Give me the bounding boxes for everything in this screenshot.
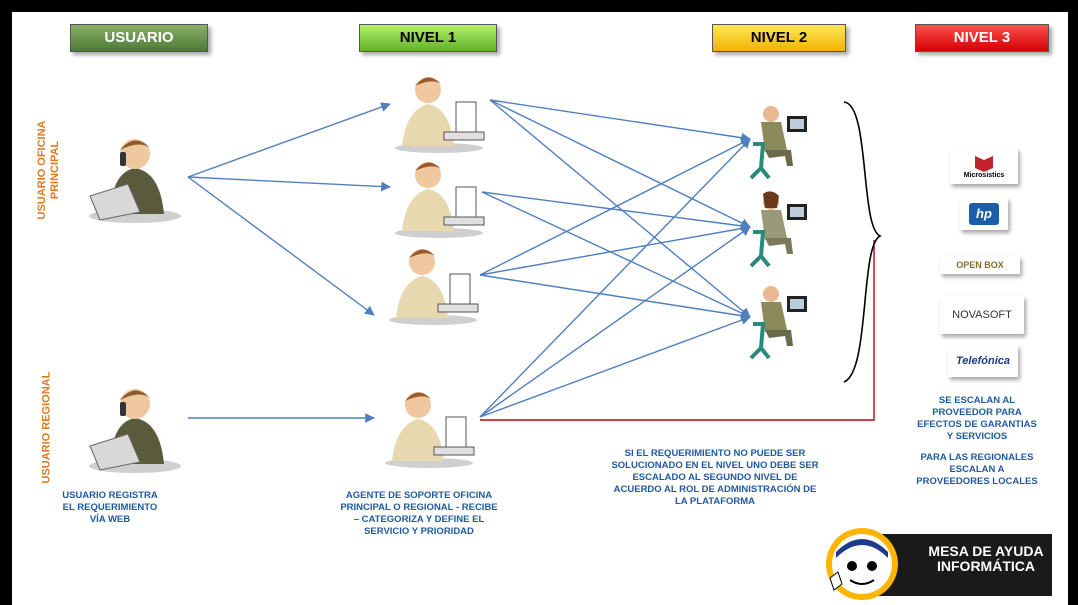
microsistics-mark-icon <box>975 155 993 172</box>
technician-n2-a-icon <box>749 106 807 180</box>
mesa-title-line-2: INFORMÁTICA <box>937 558 1035 574</box>
agent-n1-regional-icon <box>385 392 475 468</box>
user-oficina-icon <box>89 139 181 223</box>
mesa-title-line-1: MESA DE AYUDA <box>928 543 1044 559</box>
arrow-user-to-n1c <box>187 176 375 316</box>
arrow-n1a-to-n2b <box>489 99 751 228</box>
arrow-n1d-to-n2a <box>479 138 751 418</box>
level1-arrows <box>187 102 391 423</box>
header-nivel-1: NIVEL 1 <box>359 24 497 52</box>
caption-nivel-3-regionales: PARA LAS REGIONALES ESCALAN A PROVEEDORE… <box>916 452 1038 487</box>
agent-n1-c-icon <box>389 249 479 325</box>
side-label-regional: USUARIO REGIONAL <box>40 371 53 484</box>
arrow-n1a-to-n2a <box>489 99 751 143</box>
arrow-n1a-to-n2c <box>489 99 751 318</box>
caption-nivel-3-providers: SE ESCALAN AL PROVEEDOR PARA EFECTOS DE … <box>917 395 1037 442</box>
provider-logo-microsistics: Microsistics <box>950 148 1018 184</box>
provider-logo-novasoft: NOVASOFT <box>940 296 1024 334</box>
mesa-badge-shape-icon <box>826 528 1052 600</box>
level2-arrows <box>479 99 751 418</box>
user-regional-icon <box>89 389 181 473</box>
arrow-n1d-to-n2b <box>479 226 751 418</box>
header-nivel-3: NIVEL 3 <box>915 24 1049 52</box>
technician-n2-c-icon <box>749 286 807 360</box>
provider-logo-hp: hp <box>960 198 1008 230</box>
technician-n2-b-icon <box>749 191 807 268</box>
header-nivel-2: NIVEL 2 <box>712 24 846 52</box>
escalation-red-line <box>480 240 875 421</box>
arrow-user-to-n1a <box>187 102 391 178</box>
arrow-user-to-n1b <box>187 176 391 192</box>
side-label-oficina: USUARIO OFICINA PRINCIPAL <box>36 120 61 220</box>
arrow-n1c-to-n2b <box>479 223 751 276</box>
agent-n1-b-icon <box>395 162 485 238</box>
diagram-canvas: USUARIO NIVEL 1 NIVEL 2 NIVEL 3 USUARIO … <box>12 12 1068 605</box>
header-usuario: USUARIO <box>70 24 208 52</box>
agent-n1-a-icon <box>395 77 485 153</box>
provider-logo-telefonica: Telefónica <box>948 345 1018 377</box>
arrow-n1b-to-n2c <box>481 191 751 318</box>
level2-brace <box>843 101 882 383</box>
arrow-n1d-to-n2c <box>479 315 751 418</box>
arrow-n1c-to-n2c <box>479 274 751 321</box>
arrow-n1c-to-n2a <box>479 138 751 276</box>
provider-logo-openbox: OPEN BOX <box>940 256 1020 274</box>
mesa-de-ayuda-badge: MESA DE AYUDA INFORMÁTICA <box>822 524 1058 602</box>
caption-nivel-1: AGENTE DE SOPORTE OFICINA PRINCIPAL O RE… <box>340 490 498 537</box>
caption-usuario: USUARIO REGISTRA EL REQUERIMIENTO VÍA WE… <box>62 490 158 525</box>
connector-layer <box>187 99 882 423</box>
caption-nivel-2: SI EL REQUERIMIENTO NO PUEDE SER SOLUCIO… <box>611 448 819 507</box>
arrow-n1b-to-n2b <box>481 191 751 231</box>
